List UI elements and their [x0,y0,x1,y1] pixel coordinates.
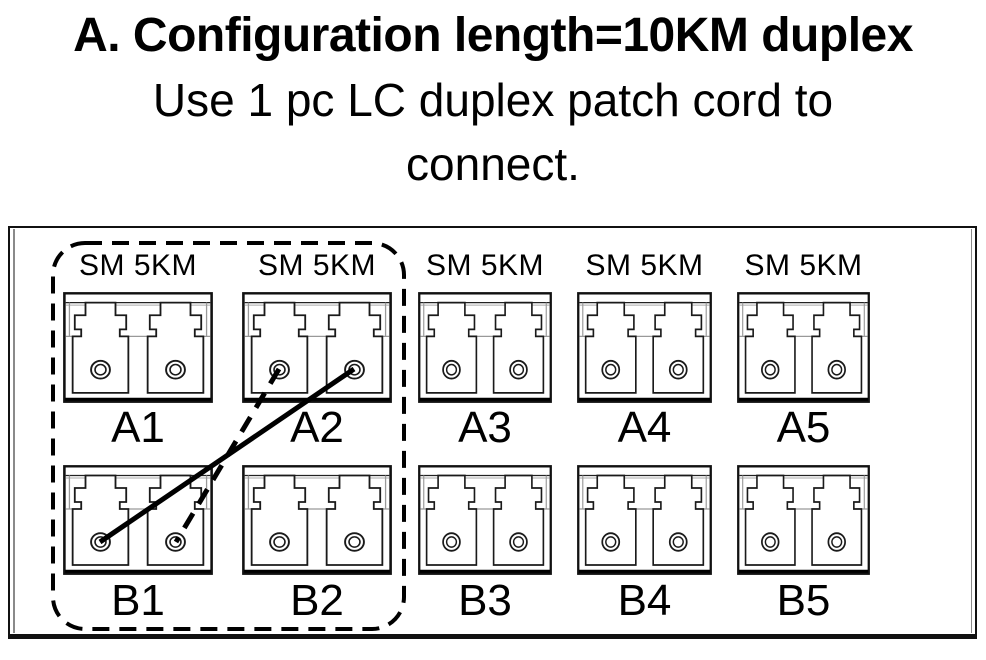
sm-5km-label: SM 5KM [585,249,704,282]
module-label-a5: A5 [776,403,831,452]
module-label-b1: B1 [111,576,165,625]
panel-left-edge-line [13,229,15,633]
lc-duplex-adapter-a4 [577,292,712,403]
lc-duplex-adapter-b1 [63,465,213,575]
module-a4: SM 5KM A4 [577,248,712,454]
lc-duplex-adapter-a3 [418,292,552,403]
sm-5km-label: SM 5KM [78,249,198,282]
sm-5km-label: SM 5KM [257,249,377,282]
module-label-b3: B3 [458,576,512,625]
module-a3: SM 5KM A3 [418,248,552,454]
sm-5km-label: SM 5KM [744,249,863,282]
lc-duplex-adapter-b4 [577,465,712,575]
module-label-a2: A2 [290,403,344,452]
module-b5: B5 [737,465,870,627]
module-a1: SM 5KM A1 [63,248,213,454]
panel-right-edge-line [970,229,972,633]
module-b2: B2 [242,465,392,627]
title-block: A. Configuration length=10KM duplex Use … [0,4,986,196]
lc-duplex-adapter-b2 [242,465,392,575]
lc-duplex-adapter-a5 [737,292,870,403]
lc-duplex-adapter-b3 [418,465,552,575]
module-label-a1: A1 [111,403,165,452]
page-title: A. Configuration length=10KM duplex [73,9,913,62]
module-label-b5: B5 [776,576,831,625]
module-b4: B4 [577,465,712,627]
module-label-a4: A4 [617,403,672,452]
sm-5km-label: SM 5KM [425,249,545,282]
module-a5: SM 5KM A5 [737,248,870,454]
subtitle-line-2: connect. [406,138,580,190]
module-label-a3: A3 [458,403,512,452]
module-b1: B1 [63,465,213,627]
module-label-b2: B2 [290,576,344,625]
module-b3: B3 [418,465,552,627]
module-a2: SM 5KM A2 [242,248,392,454]
subtitle-line-1: Use 1 pc LC duplex patch cord to [152,74,834,126]
lc-duplex-adapter-a1 [63,292,213,403]
lc-duplex-adapter-b5 [737,465,870,575]
lc-duplex-adapter-a2 [242,292,392,403]
module-label-b4: B4 [617,576,672,625]
